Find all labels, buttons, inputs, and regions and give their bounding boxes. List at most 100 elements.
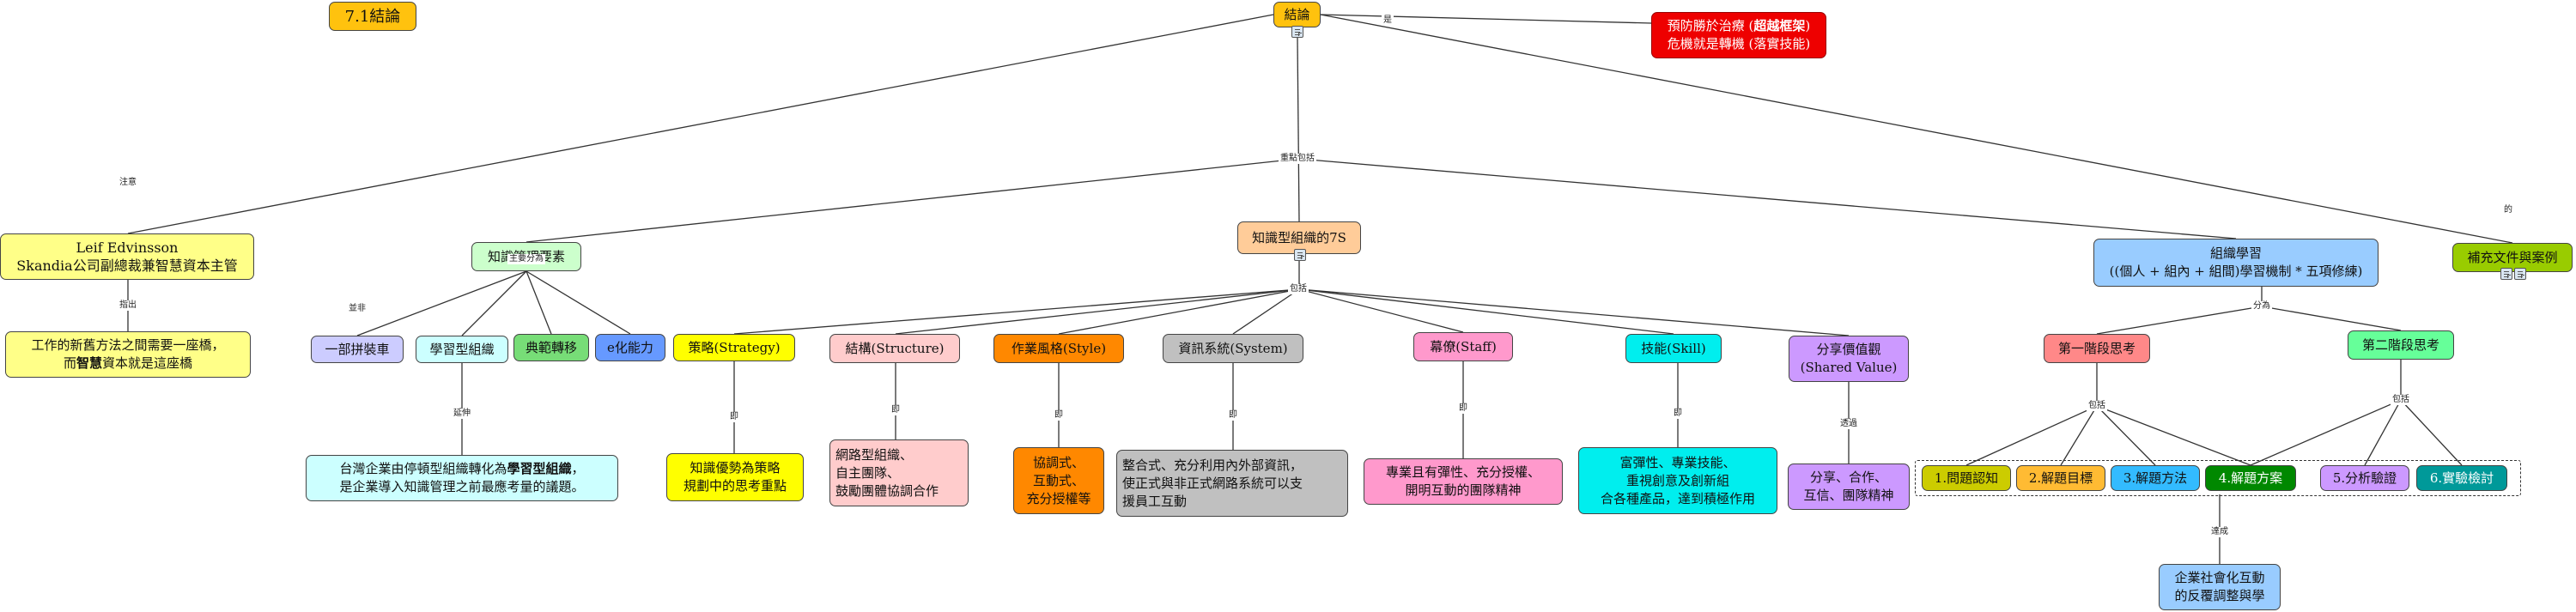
leif-node[interactable]: Leif Edvinsson Skandia公司副總裁兼智慧資本主管 [0, 233, 254, 280]
s7-line2: (Shared Value) [1800, 360, 1898, 375]
s1-node[interactable]: 策略(Strategy) [673, 334, 795, 361]
org-learning-node[interactable]: 組織學習 ((個人 + 組內 + 組間)學習機制 * 五項修練) [2093, 239, 2379, 287]
s6-text: 技能(Skill) [1641, 340, 1706, 356]
connector-p2-step5 [2364, 399, 2402, 466]
s5-detail-line1: 專業且有彈性、充分授權、 [1385, 464, 1540, 480]
km-c-node[interactable]: 典範轉移 [513, 334, 589, 361]
km-b-node[interactable]: 學習型組織 [416, 336, 508, 363]
s4-detail-node[interactable]: 整合式、充分利用內外部資訊， 使正式與非正式網路系統可以支 援員工互動 [1116, 450, 1348, 517]
note-icon[interactable] [1294, 249, 1306, 261]
root-node[interactable]: 結論 [1273, 2, 1321, 27]
edge-label-points-out: 指出 [118, 300, 138, 311]
s6-detail-node[interactable]: 富彈性、專業技能、 重視創意及創新組 合各種產品，達到積極作用 [1578, 447, 1777, 514]
km-b-detail-node[interactable]: 台灣企業由停頓型組織轉化為學習型組織， 是企業導入知識管理之前最應考量的議題。 [306, 455, 618, 501]
connector-p1-step2 [2060, 405, 2098, 466]
connector-root-to-supplement [1320, 14, 2513, 244]
step5-node[interactable]: 5.分析驗證 [2320, 465, 2409, 491]
connector-p1-step1 [1965, 405, 2098, 466]
s1-text: 策略(Strategy) [688, 339, 781, 355]
seven-s-text: 知識型組織的7S [1252, 229, 1346, 245]
step4-node[interactable]: 4.解題方案 [2205, 465, 2296, 491]
step5-text: 5.分析驗證 [2332, 470, 2397, 486]
km-b-detail-line2: 是企業導入知識管理之前最應考量的議題。 [339, 479, 585, 494]
leif-quote-line1: 工作的新舊方法之間需要一座橋， [31, 337, 225, 353]
chapter-label-text: 7.1結論 [344, 7, 401, 26]
org-learning-line1: 組織學習 [2209, 245, 2262, 261]
edge-label-includes: 包括 [1288, 284, 1309, 294]
org-learning-line2: ((個人 + 組內 + 組間)學習機制 * 五項修練) [2109, 264, 2363, 279]
outcome-node[interactable]: 企業社會化互動 的反覆調整與學 [2159, 564, 2281, 610]
s6-node[interactable]: 技能(Skill) [1625, 334, 1722, 363]
step2-text: 2.解題目標 [2028, 470, 2093, 486]
connector-p1-step3 [2096, 405, 2156, 466]
edge-label-divided-into: 分為 [2251, 301, 2272, 312]
connector-s7-hub-s7 [1298, 288, 1850, 336]
connector-km-to-d [526, 270, 631, 335]
s7-detail-node[interactable]: 分享、合作、 互信、團隊精神 [1788, 464, 1910, 510]
step3-node[interactable]: 3.解題方法 [2111, 465, 2200, 491]
s3-text: 作業風格(Style) [1011, 340, 1107, 356]
note-icon[interactable] [2514, 268, 2526, 280]
s3-detail-line3: 充分授權等 [1026, 490, 1091, 506]
phase1-text: 第一階段思考 [2057, 340, 2136, 356]
km-d-text: e化能力 [607, 339, 653, 355]
s7-detail-line2: 互信、團隊精神 [1803, 488, 1894, 503]
connector-km-to-a [356, 270, 527, 336]
prevention-node[interactable]: 預防勝於治療 (超越框架) 危機就是轉機 (落實技能) [1651, 12, 1826, 58]
edge-label-ie: 即 [1457, 403, 1469, 414]
connector-p2-step4 [2250, 399, 2402, 466]
seven-s-node[interactable]: 知識型組織的7S [1237, 221, 1361, 254]
s3-detail-node[interactable]: 協調式、 互動式、 充分授權等 [1013, 447, 1104, 514]
edge-label-is: 是 [1382, 15, 1394, 26]
connector-p1-step4 [2096, 405, 2251, 466]
km-b-text: 學習型組織 [429, 341, 495, 357]
s1-detail-node[interactable]: 知識優勢為策略 規劃中的思考重點 [666, 453, 804, 501]
edge-label-of: 的 [2502, 205, 2514, 215]
km-c-text: 典範轉移 [525, 339, 577, 355]
edge-label-achieve: 達成 [2209, 527, 2230, 537]
connector-s7-hub-s2 [895, 288, 1300, 335]
connector-org-to-phase2 [2261, 306, 2402, 331]
s6-detail-line3: 合各種產品，達到積極作用 [1600, 490, 1755, 506]
step6-node[interactable]: 6.實驗檢討 [2416, 465, 2507, 491]
s4-node[interactable]: 資訊系統(System) [1163, 334, 1303, 363]
prevention-line1a: 預防勝於治療 ( [1667, 18, 1754, 33]
connector-s7-hub-s6 [1298, 288, 1674, 335]
leif-quote-line2a: 而 [63, 355, 76, 371]
phase2-text: 第二階段思考 [2361, 336, 2439, 353]
connector-root-to-leif [127, 14, 1274, 234]
step1-node[interactable]: 1.問題認知 [1922, 465, 2011, 491]
km-d-node[interactable]: e化能力 [595, 334, 665, 361]
km-a-node[interactable]: 一部拼裝車 [311, 336, 404, 363]
connector-p2-step6 [2400, 399, 2463, 466]
s4-text: 資訊系統(System) [1178, 340, 1288, 356]
chapter-label[interactable]: 7.1結論 [329, 2, 416, 31]
s2-detail-node[interactable]: 網路型組織、 自主團隊、 鼓勵團體協調合作 [829, 439, 969, 506]
note-icon[interactable] [1291, 26, 1303, 38]
s7-node[interactable]: 分享價值觀 (Shared Value) [1789, 336, 1909, 382]
supplement-node[interactable]: 補充文件與案例 [2452, 243, 2573, 272]
connector-km-to-b [461, 270, 527, 336]
s2-detail-line1: 網路型組織、 [835, 446, 914, 463]
km-b-detail-bold: 學習型組織 [507, 461, 572, 476]
phase2-node[interactable]: 第二階段思考 [2348, 330, 2454, 360]
prevention-line2: 危機就是轉機 (落實技能) [1667, 36, 1811, 52]
root-node-text: 結論 [1284, 6, 1310, 22]
s3-node[interactable]: 作業風格(Style) [993, 334, 1124, 363]
step6-text: 6.實驗檢討 [2429, 470, 2494, 486]
leif-quote-node[interactable]: 工作的新舊方法之間需要一座橋， 而智慧資本就是這座橋 [5, 331, 251, 378]
note-icon[interactable] [2500, 268, 2512, 280]
connector-s7-hub-s4 [1232, 288, 1300, 335]
s2-node[interactable]: 結構(Structure) [829, 334, 960, 363]
phase1-node[interactable]: 第一階段思考 [2044, 334, 2150, 363]
s7-detail-line1: 分享、合作、 [1809, 470, 1887, 485]
km-a-text: 一部拼裝車 [325, 341, 390, 357]
s5-detail-node[interactable]: 專業且有彈性、充分授權、 開明互動的團隊精神 [1364, 458, 1563, 505]
edge-label-not-only: 並非 [347, 304, 368, 314]
connector-s7-hub-s1 [733, 288, 1300, 335]
s5-node[interactable]: 幕僚(Staff) [1413, 332, 1513, 361]
step2-node[interactable]: 2.解題目標 [2016, 465, 2105, 491]
edge-label-via: 透過 [1838, 419, 1859, 429]
s1-detail-line2: 規劃中的思考重點 [683, 478, 787, 494]
